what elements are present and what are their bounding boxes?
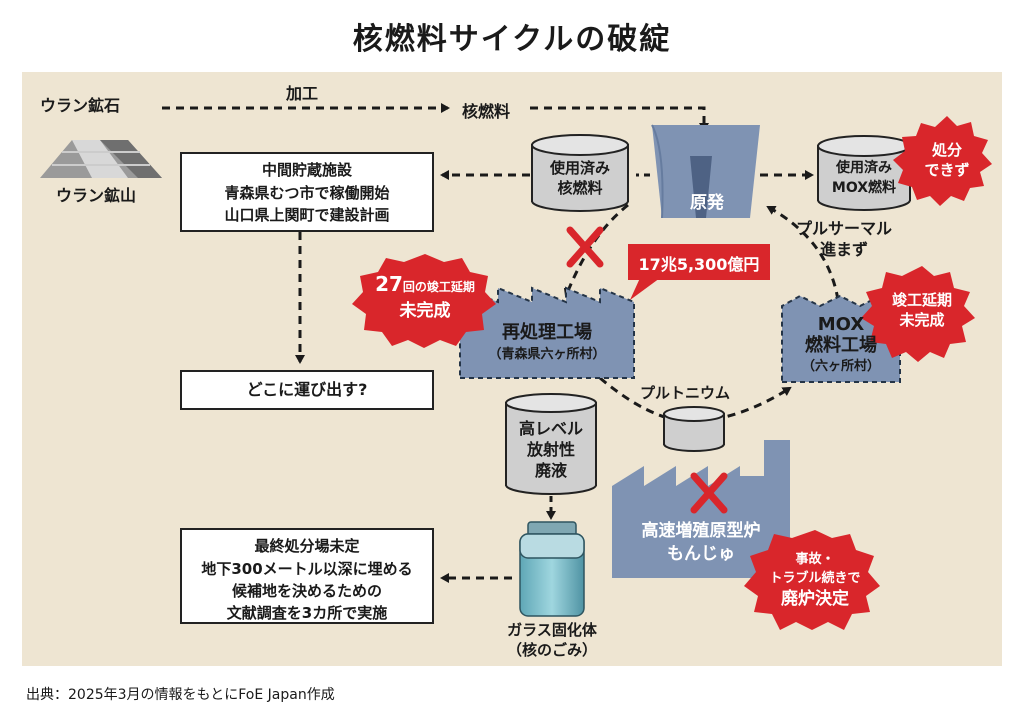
mox-delay-label: 竣工延期未完成 xyxy=(891,291,952,329)
cross-mark-reprocessing xyxy=(566,226,604,268)
mox-plant-label: MOX 燃料工場 （六ヶ所村） xyxy=(801,314,880,374)
burst-mox-delay xyxy=(861,266,975,362)
spent-fuel-label: 使用済み核燃料 xyxy=(549,159,610,197)
delay27-label: 27回の竣工延期 未完成 xyxy=(375,272,475,321)
reprocessing-label: 再処理工場 （青森県六ヶ所村） xyxy=(488,322,606,362)
reprocessing-plant-icon xyxy=(459,286,635,379)
burst-delay27 xyxy=(352,254,496,348)
cost-label: 17兆5,300億円 xyxy=(638,255,760,274)
spent-fuel-cylinder xyxy=(531,134,629,212)
hlw-cylinder xyxy=(505,393,597,495)
interim-storage-box: 中間貯蔵施設 青森県むつ市で稼働開始 山口県上関町で建設計画 xyxy=(180,152,434,232)
cannot-dispose-label: 処分できず xyxy=(924,141,970,179)
uranium-mine-label: ウラン鉱山 xyxy=(56,186,137,205)
page-title: 核燃料サイクルの破綻 xyxy=(352,22,672,57)
monju-plant-icon xyxy=(612,440,790,578)
arrow-mox-to-plant xyxy=(766,205,840,301)
nuclear-plant-label: 原発 xyxy=(690,193,724,213)
nuclear-fuel-label: 核燃料 xyxy=(462,102,511,121)
uranium-ore-label: ウラン鉱石 xyxy=(40,96,121,115)
arrow-fuel-to-plant xyxy=(530,106,709,132)
source-footer: 出典：2025年3月の情報をもとにFoE Japan作成 xyxy=(26,687,335,703)
monju-label: 高速増殖原型炉もんじゅ xyxy=(641,521,761,564)
glass-label: ガラス固化体（核のごみ） xyxy=(506,621,597,659)
final-disposal-box: 最終処分場未定 地下300メートル以深に埋める 候補地を決めるための 文献調査を… xyxy=(180,528,434,624)
plutonium-cylinder xyxy=(663,406,725,452)
where-to-box: どこに運び出す? xyxy=(180,370,434,410)
glass-canister-icon xyxy=(519,521,585,617)
nuclear-plant-icon xyxy=(651,124,760,219)
plutonium-label: プルトニウム xyxy=(640,384,731,402)
pluthermal-label: プルサーマル進まず xyxy=(796,219,893,259)
processing-label: 加工 xyxy=(286,84,319,103)
cost-callout xyxy=(628,244,770,300)
uranium-mine-icon xyxy=(40,140,162,178)
hlw-label: 高レベル放射性廃液 xyxy=(518,419,583,480)
spent-mox-cylinder xyxy=(817,135,911,211)
monju-note-label: 事故・ トラブル続きで 廃炉決定 xyxy=(769,552,861,609)
cross-mark-monju xyxy=(690,472,728,514)
burst-monju-note xyxy=(744,530,880,630)
burst-cannot-dispose xyxy=(893,116,992,206)
arrow-plant-to-reprocessing xyxy=(563,203,629,298)
